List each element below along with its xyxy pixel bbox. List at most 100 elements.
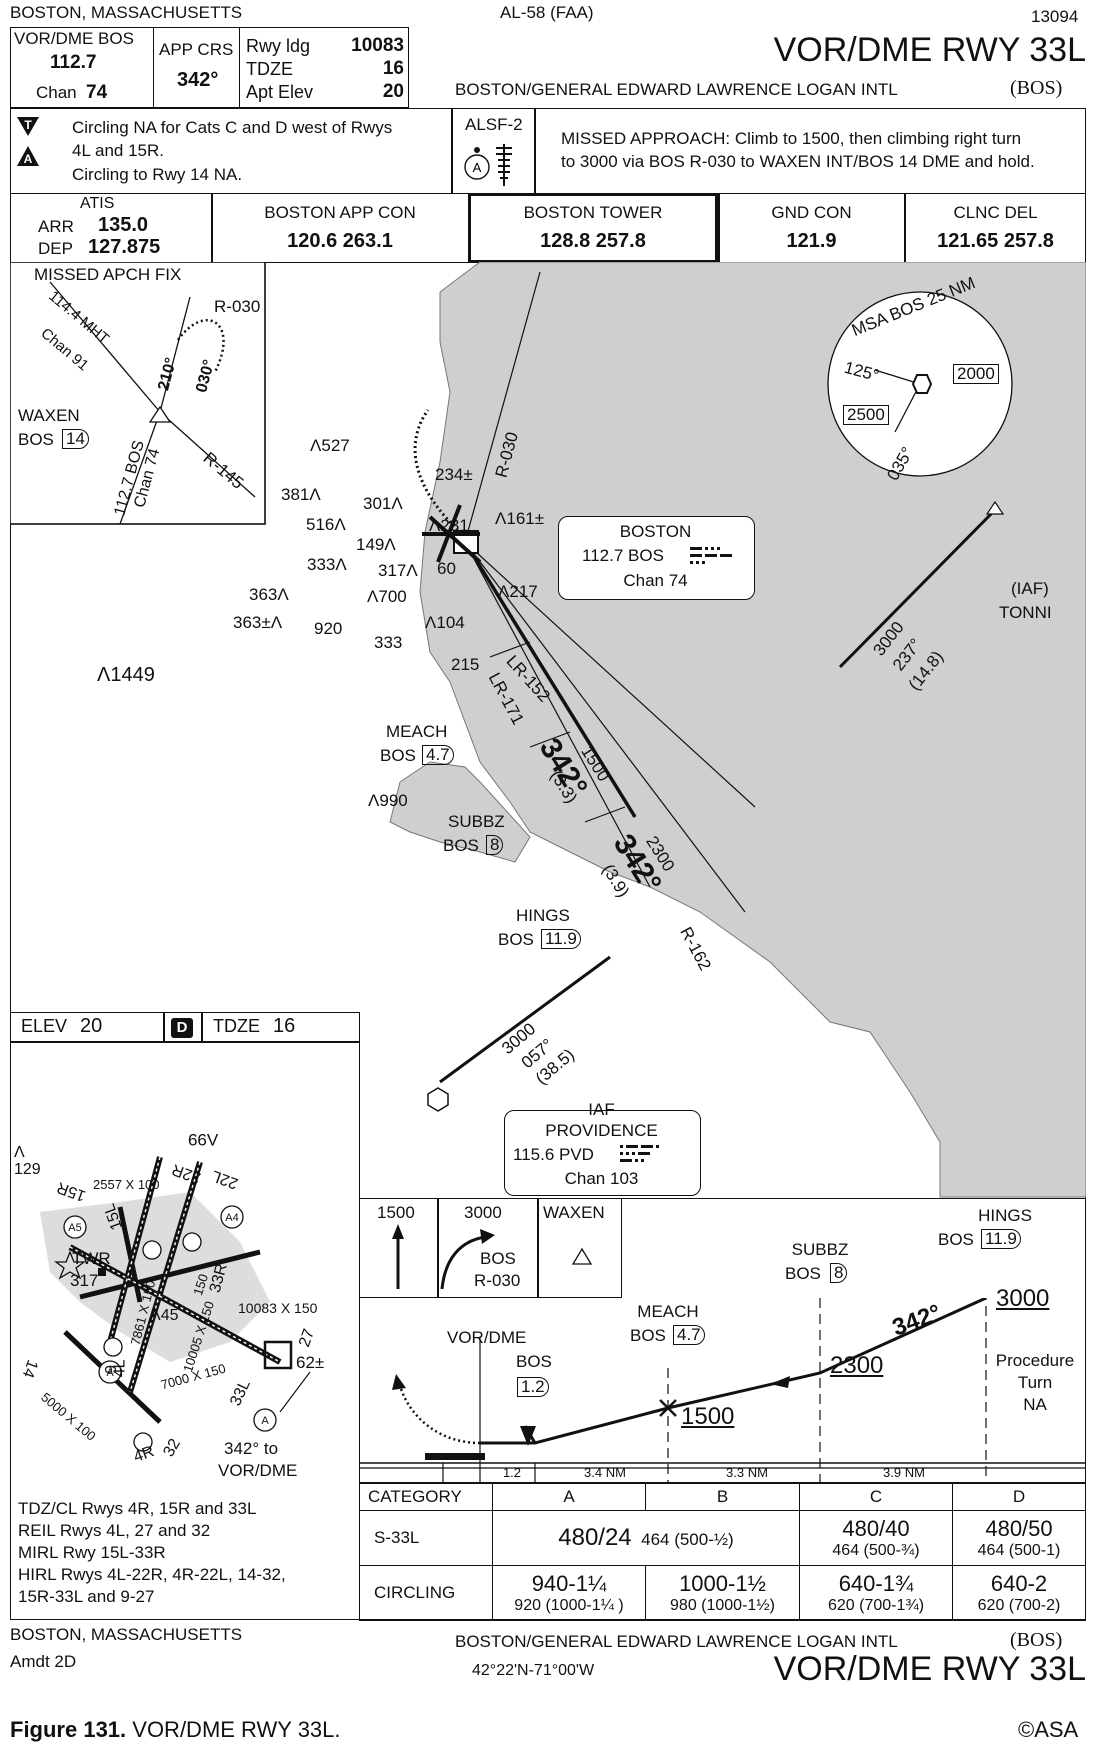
pf-alt-2300: 2300 [830,1352,884,1379]
subbz-bos: BOS [443,836,479,855]
tonni-name: TONNI [999,603,1052,622]
pf-subbz: SUBBZ [791,1240,849,1259]
pvd-freq: 115.6 PVD [513,1145,594,1164]
boston-vor-chan: Chan 74 [623,571,688,590]
meach-bos: BOS [380,746,416,765]
pf-d1: 1.2 [502,1465,522,1480]
ad-tdze: 16 [273,1015,296,1037]
tower-label: BOSTON TOWER [523,203,663,222]
msa-2500: 2500 [843,405,889,425]
airport-id: (BOS) [1010,77,1063,99]
dep-label: DEP [38,239,73,258]
pf-hings-bos: BOS [938,1230,974,1249]
obstacle: 333 [374,633,403,652]
ad-elev-label: ELEV [21,1016,68,1036]
ad-elev: 20 [80,1015,103,1037]
svg-text:A: A [473,160,482,175]
hings-bos: BOS [498,930,534,949]
obstacle: 149Λ [356,535,396,554]
ad-rwy-4l: 4L [111,1359,129,1378]
obstacle: 333Λ [307,555,347,574]
boston-vor-freq: 112.7 BOS [582,546,664,565]
obstacle: Λ1449 [97,664,155,686]
obstacle: Λ161± [495,509,545,528]
pvd-chan: Chan 103 [564,1169,639,1188]
obstacle: Λ527 [310,436,350,455]
ad-obs62: 62± [296,1353,325,1372]
airport-name: BOSTON/GENERAL EDWARD LAWRENCE LOGAN INT… [455,80,898,99]
hings-dme: 11.9 [541,929,581,949]
figure-caption: Figure 131. VOR/DME RWY 33L. [10,1717,341,1742]
bos-morse-icon [690,547,732,564]
obstacle: 215 [451,655,480,674]
pf-meach: MEACH [637,1302,699,1321]
svg-text:A: A [261,1415,269,1427]
gnd-label: GND CON [771,203,852,222]
ad-15r-dim: 2557 X 100 [93,1177,160,1192]
missed-approach-1: MISSED APPROACH: Climb to 1500, then cli… [561,129,1022,148]
mi-r030: R-030 [474,1271,521,1290]
app-label: BOSTON APP CON [264,203,416,222]
minimums-table: CATEGORY A B C D S-33L 480/24 464 (500-½… [359,1483,1086,1621]
clnc-freq: 121.65 257.8 [937,230,1054,252]
straight-label: S-33L [359,1510,493,1566]
rwy-box [239,27,409,108]
obstacle: 60 [437,559,456,578]
meach-name: MEACH [386,722,448,741]
footer-location: BOSTON, MASSACHUSETTS [10,1625,243,1644]
note-1: Circling NA for Cats C and D west of Rwy… [72,118,393,137]
mi-bos: BOS [480,1249,516,1268]
pvd-name: PROVIDENCE [545,1121,658,1140]
vor-chan: 74 [86,82,108,103]
vor-label: VOR/DME BOS [14,29,134,48]
obstacle: Λ990 [368,791,408,810]
waxen-bos: BOS [18,430,54,449]
msa-2000: 2000 [953,364,999,384]
pf-hings-dme: 11.9 [981,1229,1021,1249]
lighting-label: ALSF-2 [465,115,523,134]
footer-airport-id: (BOS) [1010,1629,1063,1651]
obstacle: 381Λ [281,485,321,504]
tdze-label: TDZE [246,59,293,79]
note-1b: 4L and 15R. [72,141,164,160]
subbz-dme: 8 [486,835,504,855]
ad-dim-10083: 10083 X 150 [238,1300,318,1316]
pf-d4: 3.9 NM [883,1465,925,1480]
ad-twr-elev: 317 [70,1271,99,1290]
cat-a: A [492,1483,646,1511]
pf-d2: 3.4 NM [584,1465,626,1480]
pf-meach-dme: 4.7 [673,1325,705,1345]
missed-apch-inset [10,262,266,525]
procedure-number: 13094 [1031,7,1079,26]
copyright: ©ASA [1018,1717,1079,1742]
note-2: Circling to Rwy 14 NA. [72,165,243,184]
pf-d3: 3.3 NM [726,1465,768,1480]
ad-obs45: Λ45 [150,1307,179,1324]
obstacle: 317Λ [378,561,418,580]
tdze: 16 [382,58,404,79]
svg-text:A5: A5 [68,1222,81,1234]
pf-pt-2: Turn [1017,1373,1053,1392]
tower-freq: 128.8 257.8 [540,230,646,252]
app-freq: 120.6 263.1 [287,230,393,252]
gnd-freq: 121.9 [786,230,837,252]
vor-chan-label: Chan [36,83,77,102]
obstacle: 234± [435,465,473,484]
profile-graphic [360,1298,1086,1483]
obstacle: Λ700 [367,587,407,606]
plan-view [10,262,1086,1198]
ad-lights-1: TDZ/CL Rwys 4R, 15R and 33L [18,1499,257,1518]
pf-subbz-dme: 8 [830,1263,848,1283]
missed-apch-fix-label: MISSED APCH FIX [34,265,182,284]
subbz-name: SUBBZ [448,812,505,831]
pvd-morse-icon [620,1145,659,1162]
ad-lights-3: MIRL Rwy 15L-33R [18,1543,166,1562]
ad-d-badge: D [171,1018,193,1038]
app-crs-label: APP CRS [159,40,234,59]
atis-label: ATIS [80,195,115,212]
r030-inset: R-030 [214,297,261,316]
